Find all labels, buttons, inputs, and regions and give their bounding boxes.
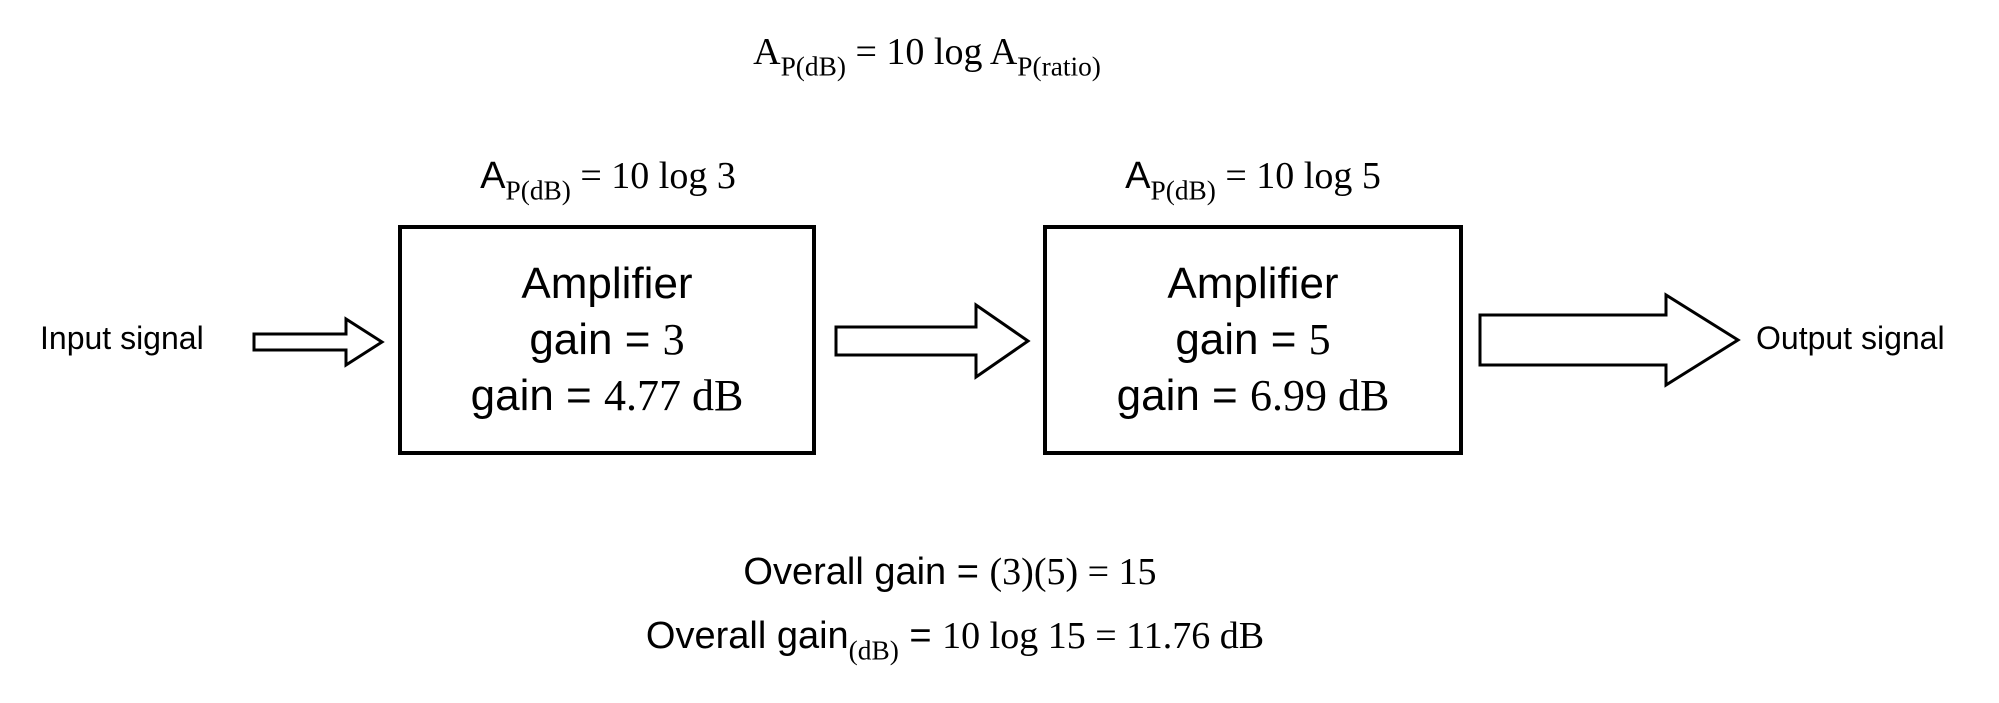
amp2-gain-db-label: gain = <box>1116 371 1250 420</box>
amp2-gain-db-value: 6.99 dB <box>1249 371 1390 420</box>
amp1-gain-ratio-value: 3 <box>662 315 685 364</box>
formula-top-a: A <box>753 31 781 73</box>
amp2-title: Amplifier <box>1167 259 1339 308</box>
amp1-gain-db-value: 4.77 dB <box>603 371 744 420</box>
amp2-gain-ratio-value: 5 <box>1308 315 1331 364</box>
overall-gain-db-label: Overall gain <box>645 615 849 657</box>
amp2-gain-ratio-label: gain = <box>1175 315 1309 364</box>
amp2-formula-sub: P(dB) <box>1150 175 1216 206</box>
output-signal-label: Output signal <box>1756 320 1945 356</box>
amp2-formula: AP(dB) = 10 log 5 <box>1125 154 1381 204</box>
overall-gain-db-sub: (dB) <box>848 635 899 666</box>
amp1-gain-db-label: gain = <box>470 371 604 420</box>
formula-top: AP(dB) = 10 log AP(ratio) <box>753 30 1101 80</box>
overall-gain-db-eq: = <box>898 615 943 657</box>
amp1-gain-ratio-label: gain = <box>529 315 663 364</box>
amp1-gain-db: gain = 4.77 dB <box>471 368 744 424</box>
amp1-formula: AP(dB) = 10 log 3 <box>480 154 736 204</box>
output-arrow <box>1478 292 1741 388</box>
middle-arrow <box>834 302 1031 380</box>
amp2-formula-rest: = 10 log 5 <box>1215 155 1381 197</box>
amp2-gain-ratio: gain = 5 <box>1175 312 1330 368</box>
overall-gain-db-value: 10 log 15 = 11.76 dB <box>942 615 1265 657</box>
input-arrow <box>252 316 385 368</box>
amplifier-2-box: Amplifier gain = 5 gain = 6.99 dB <box>1043 225 1463 455</box>
overall-gain-db: Overall gain(dB) = 10 log 15 = 11.76 dB <box>645 614 1265 664</box>
amp1-title: Amplifier <box>521 259 693 308</box>
formula-top-sub-left: P(dB) <box>780 51 846 82</box>
amp1-formula-sub: P(dB) <box>505 175 571 206</box>
amp2-gain-db: gain = 6.99 dB <box>1117 368 1390 424</box>
formula-top-sub-right: P(ratio) <box>1017 51 1101 82</box>
amplifier-1-box: Amplifier gain = 3 gain = 4.77 dB <box>398 225 816 455</box>
overall-gain-label: Overall gain = <box>743 551 990 593</box>
overall-gain-value: (3)(5) = 15 <box>989 551 1157 593</box>
amp1-gain-ratio: gain = 3 <box>529 312 684 368</box>
amp1-formula-a: A <box>480 155 506 197</box>
input-signal-label: Input signal <box>40 320 204 356</box>
amp2-formula-a: A <box>1125 155 1151 197</box>
overall-gain: Overall gain = (3)(5) = 15 <box>743 550 1156 594</box>
formula-top-eq: = 10 log A <box>845 31 1018 73</box>
amp1-formula-rest: = 10 log 3 <box>570 155 736 197</box>
